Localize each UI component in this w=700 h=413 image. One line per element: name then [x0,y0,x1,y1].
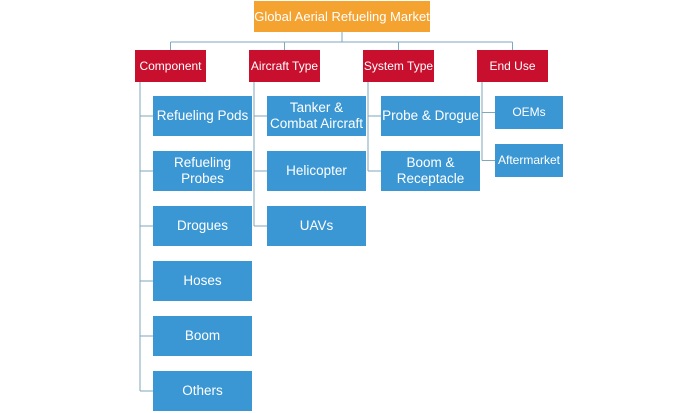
leaf-others: Others [153,371,252,411]
leaf-probe-drogue: Probe & Drogue [381,96,480,136]
leaf-hoses: Hoses [153,261,252,301]
category-component: Component [135,50,206,82]
category-system-type: System Type [363,50,434,82]
leaf-oems: OEMs [495,96,563,129]
leaf-drogues: Drogues [153,206,252,246]
category-end-use: End Use [477,50,548,82]
leaf-uavs: UAVs [267,206,366,246]
leaf-tanker-combat-aircraft: Tanker & Combat Aircraft [267,96,366,136]
leaf-helicopter: Helicopter [267,151,366,191]
leaf-boom: Boom [153,316,252,356]
leaf-aftermarket: Aftermarket [495,144,563,177]
leaf-boom-receptacle: Boom & Receptacle [381,151,480,191]
leaf-refueling-pods: Refueling Pods [153,96,252,136]
root-node: Global Aerial Refueling Market [254,1,430,32]
category-aircraft-type: Aircraft Type [249,50,320,82]
leaf-refueling-probes: Refueling Probes [153,151,252,191]
